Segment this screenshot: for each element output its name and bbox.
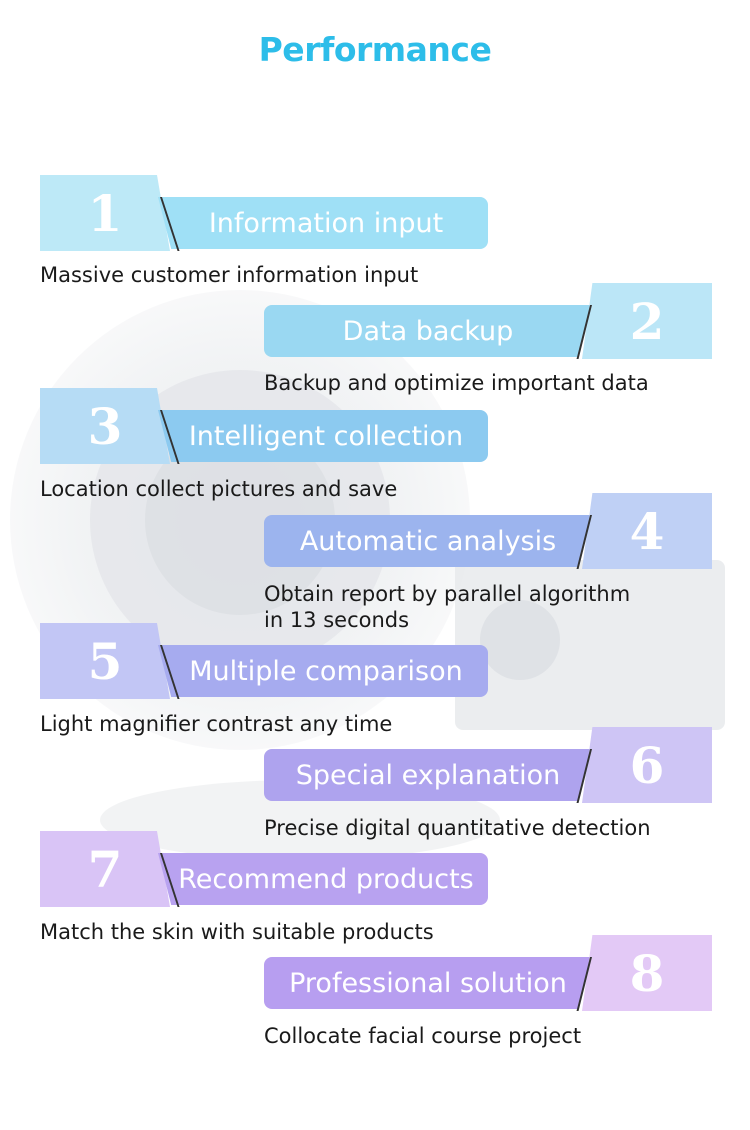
step-5-description: Light magnifier contrast any time [40, 712, 393, 736]
step-8-label-bar: Professional solution [264, 957, 592, 1009]
step-8-description: Collocate facial course project [264, 1024, 582, 1048]
step-5-label-bar: Multiple comparison [158, 645, 488, 697]
step-3-label-bar: Intelligent collection [158, 410, 488, 462]
step-6-number-tab: 6 [582, 727, 712, 803]
step-5-number-tab: 5 [40, 623, 170, 699]
step-7: 7 Recommend products [0, 831, 750, 911]
step-2-label-bar: Data backup [264, 305, 592, 357]
step-3-description: Location collect pictures and save [40, 477, 398, 501]
step-4: Automatic analysis 4 [0, 493, 750, 573]
step-8: Professional solution 8 [0, 935, 750, 1015]
step-8-number-tab: 8 [582, 935, 712, 1011]
step-5: 5 Multiple comparison [0, 623, 750, 703]
step-1: 1 Information input [0, 175, 750, 255]
step-4-label-bar: Automatic analysis [264, 515, 592, 567]
step-1-description: Massive customer information input [40, 263, 419, 287]
step-7-description: Match the skin with suitable products [40, 920, 434, 944]
step-4-description: Obtain report by parallel algorithm in 1… [264, 582, 631, 632]
step-6: Special explanation 6 [0, 727, 750, 807]
step-6-label-bar: Special explanation [264, 749, 592, 801]
step-7-label-bar: Recommend products [158, 853, 488, 905]
step-7-number-tab: 7 [40, 831, 170, 907]
step-1-label-bar: Information input [158, 197, 488, 249]
step-6-description: Precise digital quantitative detection [264, 816, 651, 840]
step-3: 3 Intelligent collection [0, 388, 750, 468]
step-2-number-tab: 2 [582, 283, 712, 359]
step-4-number-tab: 4 [582, 493, 712, 569]
step-3-number-tab: 3 [40, 388, 170, 464]
step-2: Data backup 2 [0, 283, 750, 363]
step-1-number-tab: 1 [40, 175, 170, 251]
page-title: Performance [258, 30, 492, 69]
step-2-description: Backup and optimize important data [264, 371, 649, 395]
